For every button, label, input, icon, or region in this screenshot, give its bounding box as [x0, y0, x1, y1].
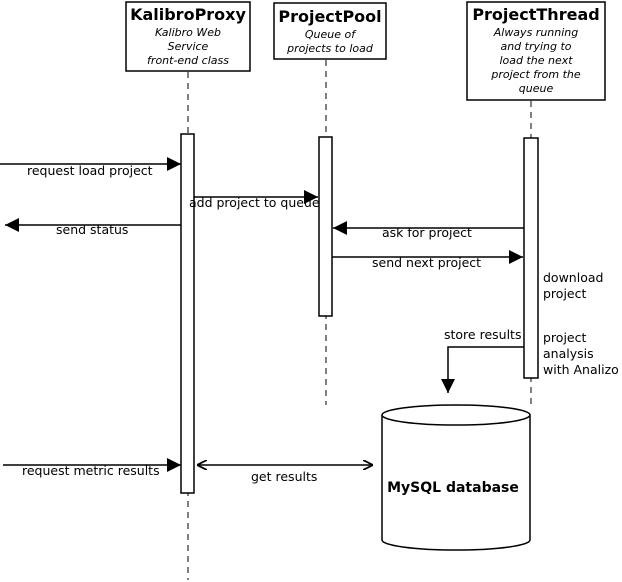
participant-projectthread-desc-5: queue: [519, 82, 554, 95]
activation-kalibroproxy: [180, 133, 195, 494]
note-analysis-line-1: project: [543, 330, 586, 345]
participant-projectthread-desc-3: load the next: [499, 54, 573, 67]
participant-projectthread-desc-1: Always running: [493, 26, 579, 39]
participant-kalibroproxy: KalibroProxy Kalibro Web Service front-e…: [125, 1, 251, 72]
label-ask-for-project: ask for project: [382, 225, 472, 240]
label-store-results: store results: [444, 327, 521, 342]
participant-projectpool-title: ProjectPool: [278, 7, 381, 26]
label-request-metric-results: request metric results: [22, 463, 160, 478]
participant-kalibroproxy-title: KalibroProxy: [130, 5, 246, 24]
label-send-next-project: send next project: [372, 255, 481, 270]
participant-kalibroproxy-desc-3: front-end class: [147, 54, 229, 67]
participant-projectthread-desc-4: project from the: [490, 68, 581, 81]
participant-kalibroproxy-desc-2: Service: [168, 40, 209, 53]
database-cylinder: MySQL database: [381, 404, 531, 551]
label-request-load-project: request load project: [27, 163, 153, 178]
participant-projectthread-title: ProjectThread: [472, 5, 599, 24]
participant-projectpool-desc-1: Queue of: [305, 28, 357, 41]
note-download-line-2: project: [543, 286, 586, 301]
participant-projectthread-desc-2: and trying to: [500, 40, 571, 53]
activation-projectpool: [318, 136, 333, 317]
participant-projectthread: ProjectThread Always running and trying …: [466, 1, 606, 101]
participant-projectpool-desc-2: projects to load: [286, 42, 374, 55]
database-label: MySQL database: [387, 480, 519, 496]
activation-projectthread: [523, 137, 539, 379]
participant-kalibroproxy-desc-1: Kalibro Web: [155, 26, 221, 39]
note-analysis-line-3: with Analizo: [543, 362, 619, 377]
note-download-line-1: download: [543, 270, 603, 285]
label-send-status: send status: [56, 222, 128, 237]
note-analysis-line-2: analysis: [543, 346, 594, 361]
participant-projectpool: ProjectPool Queue of projects to load: [273, 2, 387, 60]
label-add-project-to-queue: add project to queue: [189, 195, 320, 210]
label-get-results: get results: [251, 469, 317, 484]
arrow-store-results: [441, 346, 524, 393]
